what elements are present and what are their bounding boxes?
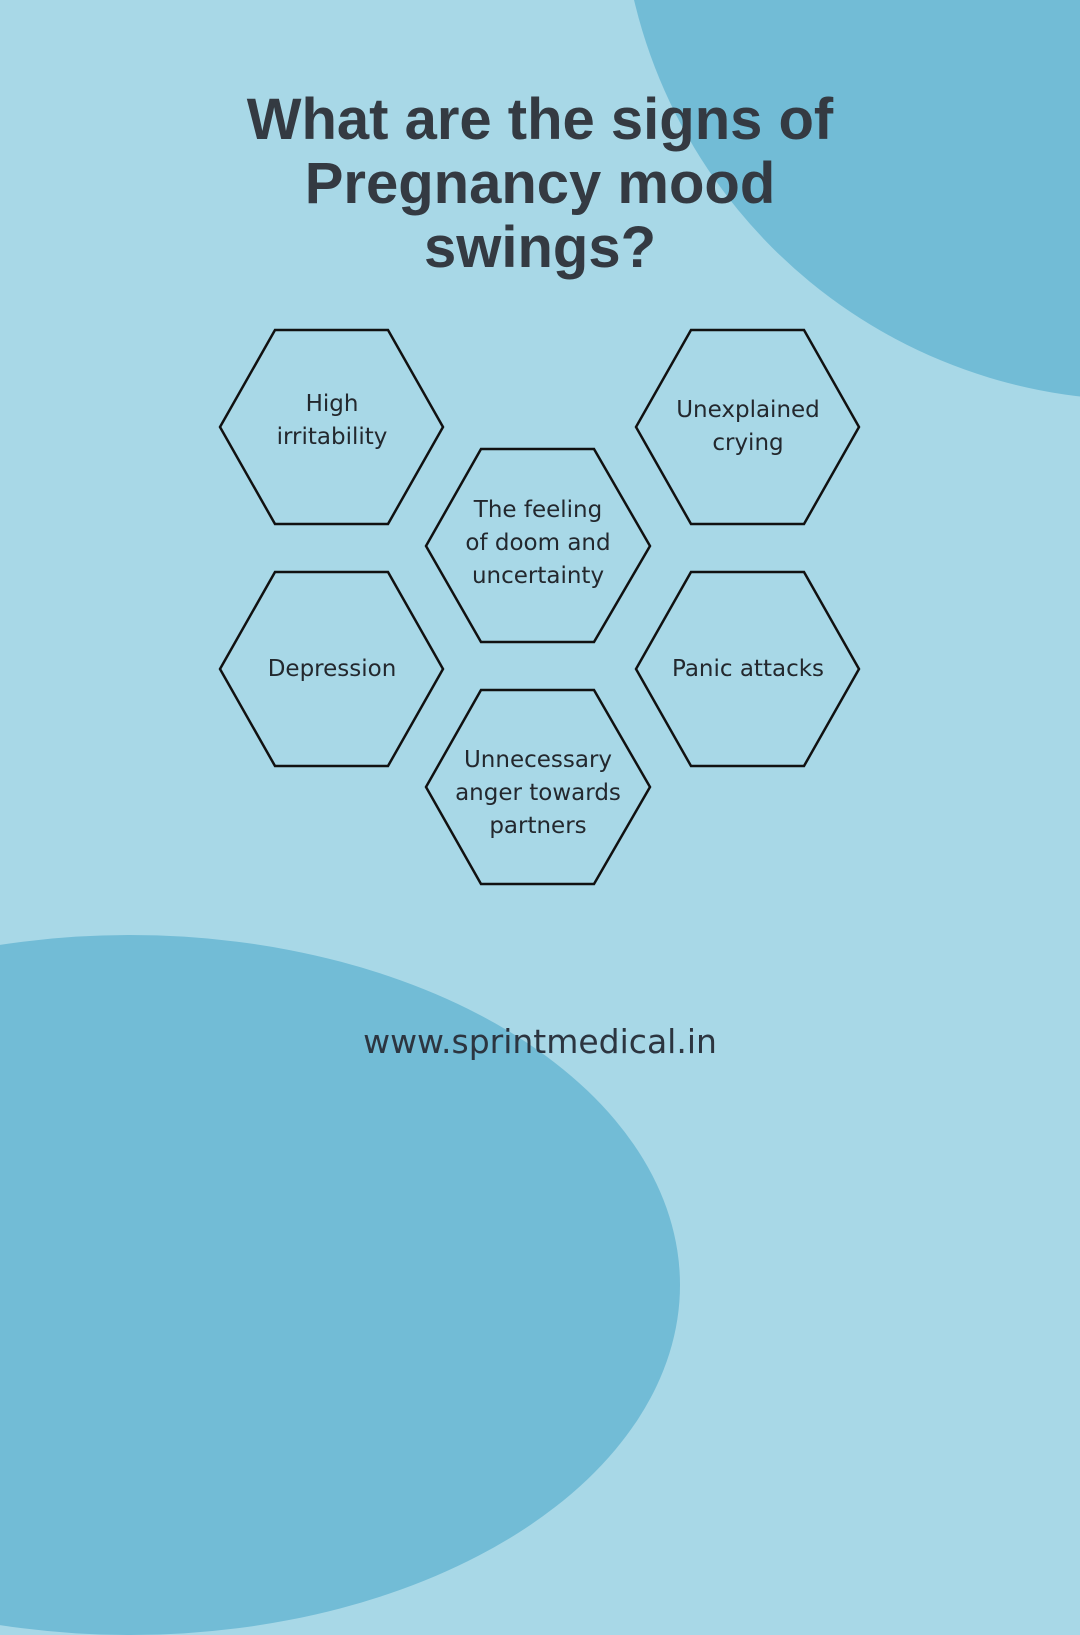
title-line: Pregnancy mood: [304, 151, 776, 216]
hexagon-outline: [218, 570, 445, 768]
sign-panic-attacks: Panic attacks: [671, 655, 825, 682]
title-line: What are the signs of: [246, 87, 834, 152]
hexagon-outline: [424, 688, 652, 886]
sign-depression: Depression: [267, 655, 397, 682]
title-line: swings?: [423, 215, 657, 280]
hexagon-outline: [424, 447, 652, 644]
hexagon-grid: [218, 328, 861, 886]
hexagon-outline: [634, 570, 861, 768]
hexagon-outline: [218, 328, 445, 526]
website-link[interactable]: www.sprintmedical.in: [363, 1022, 717, 1061]
page-title: What are the signs of Pregnancy mood swi…: [140, 88, 940, 280]
hexagon-outline: [634, 328, 861, 526]
